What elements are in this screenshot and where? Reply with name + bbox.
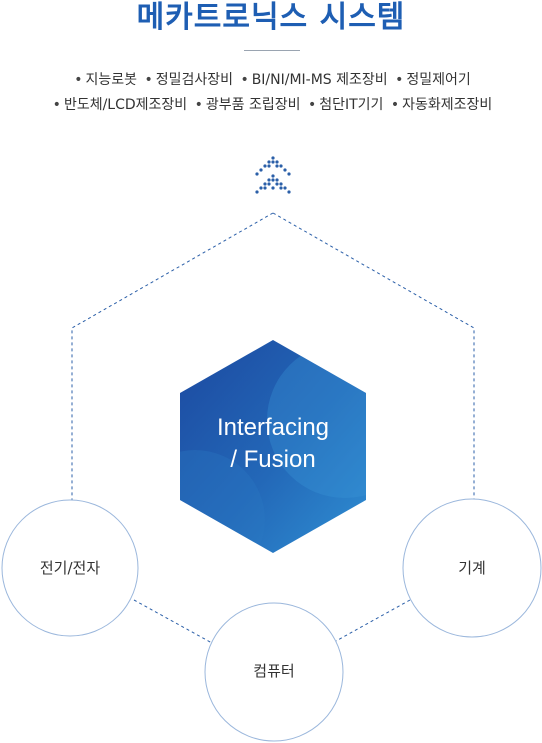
bullet-dot: • (395, 72, 404, 88)
mechanical-label: 기계 (458, 559, 486, 577)
application-item: 정밀제어기 (406, 72, 471, 88)
bullet-dot: • (144, 72, 153, 88)
bullet-dot: • (240, 72, 249, 88)
bullet-dot: • (307, 97, 317, 113)
mechanical-circle (402, 498, 542, 638)
title-divider (244, 50, 300, 51)
applications-list: •지능로봇 •정밀검사장비 •BI/NI/MI-MS 제조장비 •정밀제어기 •… (0, 68, 542, 118)
bullet-dot: • (194, 97, 203, 113)
dashed-connector-right (335, 599, 411, 642)
chevron-up-icon (255, 156, 291, 194)
center-label-line-2: / Fusion (230, 446, 316, 473)
application-item: 광부품 조립장비 (205, 97, 301, 113)
application-item: 자동화제조장비 (402, 97, 493, 113)
application-item: BI/NI/MI-MS 제조장비 (251, 72, 388, 88)
center-hexagon (180, 340, 366, 553)
application-item: 정밀검사장비 (155, 72, 233, 88)
application-item: 반도체/LCD제조장비 (63, 97, 188, 113)
dashed-connector-left (133, 599, 213, 644)
bullet-dot: • (52, 97, 61, 113)
computer-circle (204, 602, 344, 742)
electric-label: 전기/전자 (39, 559, 101, 577)
application-item: 지능로봇 (85, 72, 137, 88)
center-label-line-1: Interfacing (216, 414, 330, 441)
bullet-dot: • (390, 97, 400, 113)
applications-line-2: •반도체/LCD제조장비 •광부품 조립장비 •첨단IT기기 •자동화제조장비 (0, 93, 542, 118)
bullet-dot: • (74, 72, 83, 88)
center-label: Interfacing / Fusion (180, 412, 366, 476)
application-item: 첨단IT기기 (319, 97, 384, 113)
applications-line-1: •지능로봇 •정밀검사장비 •BI/NI/MI-MS 제조장비 •정밀제어기 (0, 68, 542, 93)
electric-circle (1, 499, 139, 637)
page-title: 메카트로닉스 시스템 (136, 0, 406, 35)
computer-label: 컴퓨터 (253, 662, 295, 680)
